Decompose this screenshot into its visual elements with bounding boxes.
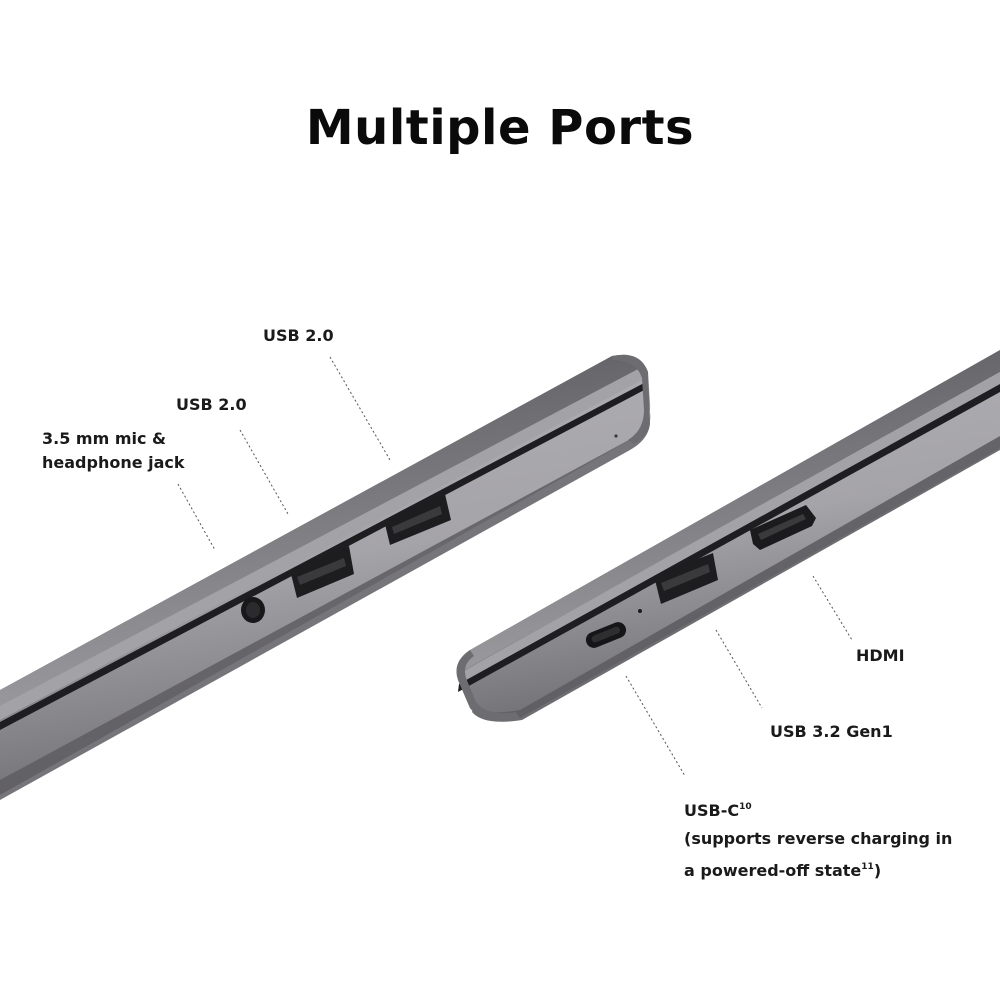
leader-line-usb-3 <box>715 629 763 709</box>
right-laptop-lid <box>460 350 1000 670</box>
label-usb-c: USB-C10 (supports reverse charging in a … <box>684 793 952 885</box>
leader-line-usb-2 <box>329 356 391 461</box>
usb-a-port-1 <box>290 546 354 598</box>
label-usb-3-2: USB 3.2 Gen1 <box>770 722 893 741</box>
label-audio-jack-line1: 3.5 mm mic & <box>42 429 166 448</box>
audio-jack-port <box>241 597 265 623</box>
label-audio-jack-line2: headphone jack <box>42 453 185 472</box>
leader-line-audio <box>177 483 216 551</box>
leader-line-usb-1 <box>239 429 289 515</box>
right-laptop <box>456 350 1000 722</box>
usb-a-port-2 <box>384 494 451 545</box>
label-usb-c-line1: USB-C10 <box>684 801 752 820</box>
label-usb-2-0-second: USB 2.0 <box>263 326 334 345</box>
hdmi-port <box>750 505 816 550</box>
label-usb-c-line2: (supports reverse charging in <box>684 829 953 848</box>
leader-line-hdmi <box>812 575 853 641</box>
left-laptop-seam <box>0 382 648 730</box>
right-laptop-seam <box>458 384 1000 692</box>
usb-a-port-3 <box>654 553 718 604</box>
label-usb-2-0-first: USB 2.0 <box>176 395 247 414</box>
page-title: Multiple Ports <box>305 100 695 156</box>
label-hdmi: HDMI <box>856 646 905 665</box>
label-usb-c-line3: a powered-off state11) <box>684 861 882 880</box>
status-led <box>638 609 642 613</box>
label-audio-jack: 3.5 mm mic & headphone jack <box>42 427 185 475</box>
leader-line-usb-c <box>625 675 686 777</box>
left-laptop <box>0 354 651 800</box>
usb-c-port <box>585 622 627 648</box>
